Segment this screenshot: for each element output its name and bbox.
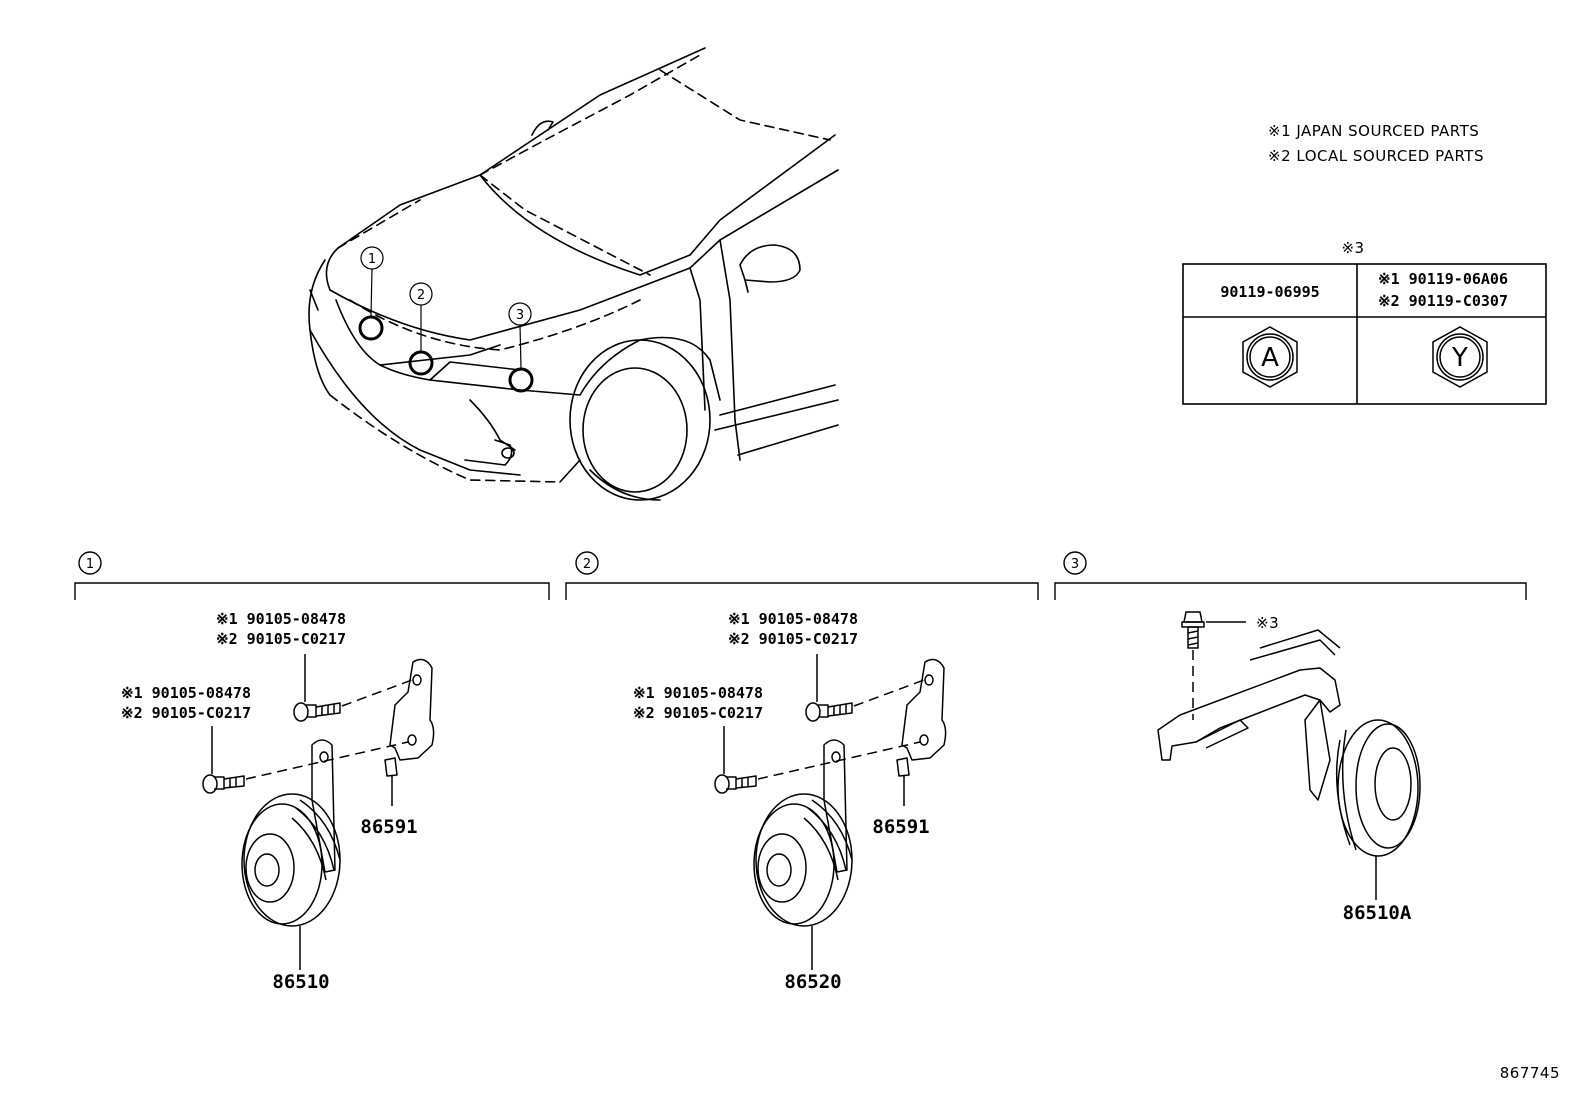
hex-nut-a-icon <box>1242 326 1298 388</box>
s2-bracket-part-number: 86591 <box>872 816 929 838</box>
s1-bolt-lower-label-1: ※1 90105-08478 <box>121 684 251 702</box>
location-callouts <box>358 246 534 393</box>
section-3-marker <box>1063 551 1087 575</box>
section-3-bracket <box>1054 582 1527 600</box>
horn-86510a-icon <box>1304 699 1421 857</box>
nut-part-number-2a: ※1 90119-06A06 <box>1378 270 1508 288</box>
callout-2-target <box>408 350 434 376</box>
section-2-bracket <box>565 582 1039 600</box>
s3-horn-part-number: 86510A <box>1343 902 1412 924</box>
section-2-marker <box>575 551 599 575</box>
s2-bolt-lower-label-1: ※1 90105-08478 <box>633 684 763 702</box>
nut-part-number-1: 90119-06995 <box>1220 283 1319 301</box>
bolt-lower-icon <box>714 774 757 794</box>
horn-86520-icon <box>753 739 853 927</box>
section-1-marker <box>78 551 102 575</box>
bracket-86591-b <box>901 658 947 761</box>
callout-3-label: 3 <box>516 308 524 323</box>
section-1-number: 1 <box>86 557 94 572</box>
legend-local-sourced: ※2 LOCAL SOURCED PARTS <box>1268 147 1484 165</box>
nut-table-header: ※3 <box>1341 239 1364 257</box>
hex-nut-y-icon <box>1432 326 1488 388</box>
bracket-86510a <box>1157 667 1341 761</box>
section-2-assembly <box>714 654 947 970</box>
s1-bolt-upper-label-1: ※1 90105-08478 <box>216 610 346 628</box>
nut-table <box>1182 263 1547 405</box>
bracket-86591 <box>389 658 435 761</box>
nut-a-letter: A <box>1261 343 1279 373</box>
callout-3-target <box>508 367 534 393</box>
legend-japan-sourced: ※1 JAPAN SOURCED PARTS <box>1268 122 1479 140</box>
s2-horn-part-number: 86520 <box>784 971 841 993</box>
section-2-number: 2 <box>583 557 591 572</box>
bolt-upper-icon <box>293 702 341 722</box>
callout-1-label: 1 <box>368 252 376 267</box>
nut-part-number-2b: ※2 90119-C0307 <box>1378 292 1508 310</box>
section-3-number: 3 <box>1071 557 1079 572</box>
bolt-upper-icon <box>805 702 853 722</box>
s2-bolt-upper-label-1: ※1 90105-08478 <box>728 610 858 628</box>
car-front-illustration <box>308 47 839 501</box>
s2-bolt-upper-label-2: ※2 90105-C0217 <box>728 630 858 648</box>
s1-horn-part-number: 86510 <box>272 971 329 993</box>
section-1-bracket <box>74 582 550 600</box>
horn-86510-icon <box>241 739 341 927</box>
section-3-assembly <box>1157 611 1421 900</box>
s3-bolt-ref-label: ※3 <box>1256 614 1279 632</box>
callout-2-label: 2 <box>417 288 425 303</box>
s1-bolt-lower-label-2: ※2 90105-C0217 <box>121 704 251 722</box>
callout-1-target <box>358 315 384 341</box>
flange-bolt-icon <box>1181 611 1205 649</box>
bolt-lower-icon <box>202 774 245 794</box>
s1-bolt-upper-label-2: ※2 90105-C0217 <box>216 630 346 648</box>
s2-bolt-lower-label-2: ※2 90105-C0217 <box>633 704 763 722</box>
nut-y-letter: Y <box>1451 343 1468 373</box>
diagram-id: 867745 <box>1500 1064 1560 1082</box>
s1-bracket-part-number: 86591 <box>360 816 417 838</box>
section-1-assembly <box>202 654 435 970</box>
